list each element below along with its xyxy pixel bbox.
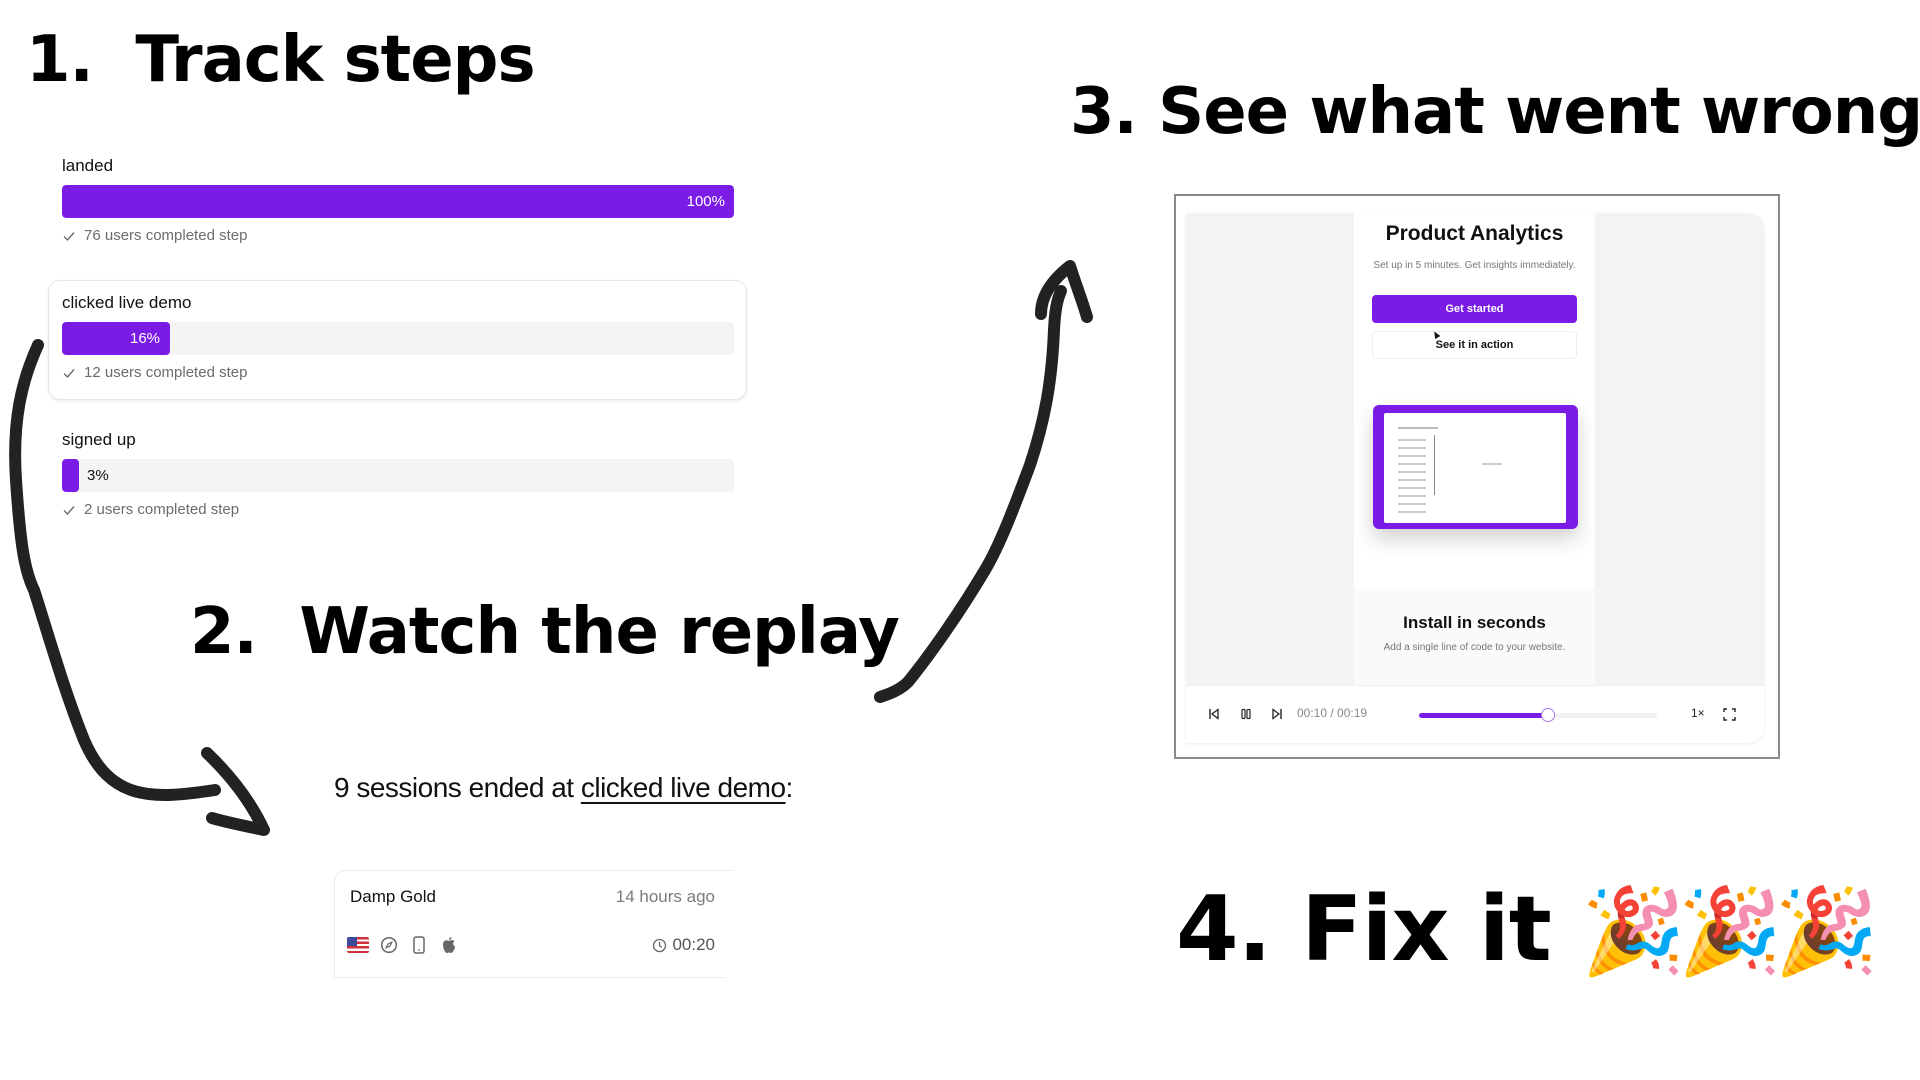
playback-speed-button[interactable]: 1× xyxy=(1691,706,1705,720)
heading-fix-it-text: 4. Fix it xyxy=(1176,877,1552,982)
safari-compass-icon xyxy=(379,935,399,955)
skip-forward-icon xyxy=(1272,708,1282,720)
arrow-up-to-player-icon xyxy=(874,260,1093,703)
replayed-page-title: Product Analytics xyxy=(1385,222,1564,245)
funnel-step[interactable]: landed 100% 76 users completed step xyxy=(62,155,734,246)
duration-value: 00:20 xyxy=(672,935,715,954)
product-screenshot-thumbnail xyxy=(1373,405,1578,529)
session-user-name: Damp Gold xyxy=(350,887,436,906)
completed-count: 2 users completed step xyxy=(84,501,240,518)
playback-scrubber[interactable] xyxy=(1419,708,1657,722)
sessions-title-prefix: 9 sessions ended at xyxy=(334,772,581,803)
thumbnail-screen xyxy=(1384,413,1566,523)
install-section xyxy=(1354,588,1595,687)
heading-watch-replay: 2. Watch the replay xyxy=(190,595,900,669)
funnel-step[interactable]: clicked live demo 16% 12 users completed… xyxy=(62,292,734,383)
funnel-bar-percent: 100% xyxy=(686,193,725,210)
funnel-bar-track: 16% xyxy=(62,322,734,355)
completed-count: 76 users completed step xyxy=(84,227,248,244)
funnel-step-completed: 76 users completed step xyxy=(62,226,734,246)
heading-fix-it: 4. Fix it 🎉🎉🎉 xyxy=(1176,885,1879,975)
scrubber-handle[interactable] xyxy=(1540,708,1555,722)
session-duration: 00:20 xyxy=(652,935,715,955)
apple-icon xyxy=(439,935,459,955)
funnel-step-completed: 12 users completed step xyxy=(62,363,734,383)
install-subtitle: Add a single line of code to your websit… xyxy=(1383,642,1566,653)
funnel-bar-percent: 3% xyxy=(87,467,109,484)
skip-forward-button[interactable] xyxy=(1269,706,1285,722)
replayed-page-subtitle: Set up in 5 minutes. Get insights immedi… xyxy=(1373,260,1576,271)
playback-progress-fill xyxy=(1419,713,1548,718)
mobile-device-icon xyxy=(409,935,429,955)
funnel-bar-track: 100% xyxy=(62,185,734,218)
check-icon xyxy=(63,232,75,242)
arrow-down-to-sessions-icon xyxy=(9,339,270,836)
party-popper-icon: 🎉🎉🎉 xyxy=(1581,882,1879,980)
pause-icon xyxy=(1241,708,1251,720)
sessions-title-suffix: : xyxy=(785,772,794,803)
get-started-button: Get started xyxy=(1372,295,1577,323)
playback-time: 00:10 / 00:19 xyxy=(1297,706,1368,720)
replayed-page: Product Analytics Set up in 5 minutes. G… xyxy=(1354,213,1595,687)
check-icon xyxy=(63,506,75,516)
player-controls: 00:10 / 00:19 1× xyxy=(1186,685,1764,743)
heading-see-what-went-wrong: 3. See what went wrong xyxy=(1070,75,1920,149)
funnel-bar-fill xyxy=(62,185,734,218)
us-flag-icon xyxy=(347,937,369,953)
fullscreen-icon xyxy=(1722,707,1736,721)
funnel-step-label: landed xyxy=(62,156,114,175)
step-link[interactable]: clicked live demo xyxy=(580,772,786,803)
session-meta-icons xyxy=(347,935,459,955)
heading-track-steps: 1. Track steps xyxy=(26,23,536,97)
funnel-bar-percent: 16% xyxy=(130,330,161,347)
clock-icon xyxy=(653,938,667,952)
sessions-title: 9 sessions ended at clicked live demo: xyxy=(334,772,793,804)
see-it-in-action-button: See it in action xyxy=(1372,331,1577,359)
skip-back-icon xyxy=(1209,708,1219,720)
check-icon xyxy=(63,369,75,379)
funnel-step[interactable]: signed up 3% 2 users completed step xyxy=(62,429,734,520)
replay-player[interactable]: Product Analytics Set up in 5 minutes. G… xyxy=(1186,213,1764,743)
install-title: Install in seconds xyxy=(1403,613,1546,632)
funnel-step-completed: 2 users completed step xyxy=(62,500,734,520)
fullscreen-button[interactable] xyxy=(1721,706,1737,722)
skip-back-button[interactable] xyxy=(1206,706,1222,722)
session-time-ago: 14 hours ago xyxy=(615,887,715,906)
funnel-bar-fill xyxy=(62,459,79,492)
funnel-step-label: clicked live demo xyxy=(62,293,192,312)
session-card[interactable]: Damp Gold 14 hours ago 00:20 xyxy=(334,870,734,978)
funnel-step-label: signed up xyxy=(62,430,136,449)
completed-count: 12 users completed step xyxy=(84,364,248,381)
pause-button[interactable] xyxy=(1238,706,1254,722)
funnel-bar-track: 3% xyxy=(62,459,734,492)
